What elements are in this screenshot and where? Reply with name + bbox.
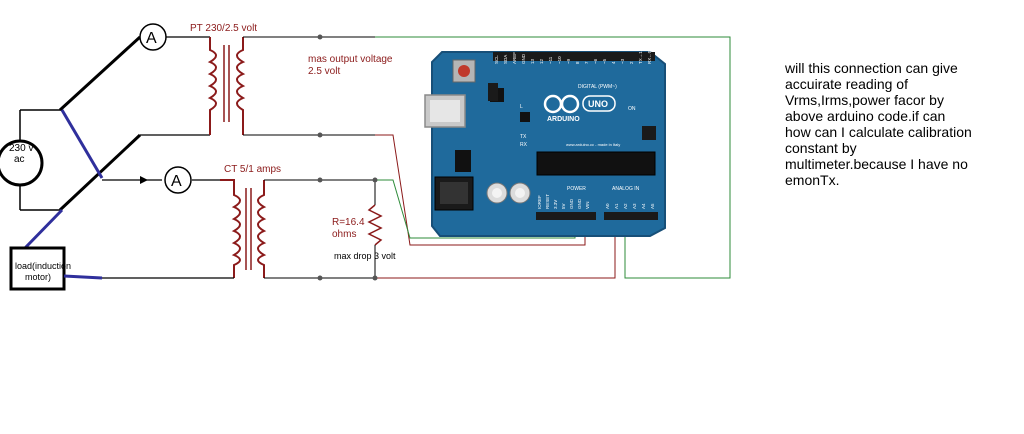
ct-transformer: CT 5/1 amps bbox=[220, 164, 281, 278]
analog-pin-labels: A0 A1 A2 A3 A4 A5 bbox=[605, 203, 655, 209]
pin-label: ~11 bbox=[548, 56, 553, 64]
load-line2: motor) bbox=[25, 272, 51, 282]
led-on-label: ON bbox=[628, 106, 636, 112]
resistor-value-line2: ohms bbox=[332, 229, 356, 240]
pin-label: ~5 bbox=[602, 58, 607, 64]
question-line: emonTx. bbox=[785, 172, 840, 188]
pin-label: 4 bbox=[611, 61, 616, 64]
pin-label: A3 bbox=[632, 203, 637, 209]
pin-label: RX←0 bbox=[647, 50, 652, 64]
pin-label: GND bbox=[577, 198, 582, 209]
load-line1: load(induction bbox=[15, 261, 71, 271]
load-box bbox=[9, 246, 66, 291]
arduino-logo: ARDUINO UNO bbox=[543, 94, 616, 123]
top-line: A bbox=[139, 23, 210, 136]
pin-label: 3.3V bbox=[553, 200, 558, 209]
question-line: will this connection can give bbox=[785, 60, 958, 76]
pt-label: PT 230/2.5 volt bbox=[190, 23, 257, 34]
pin-label: A5 bbox=[650, 203, 655, 209]
led-l-label: L bbox=[520, 104, 523, 110]
pin-label: 5V bbox=[561, 203, 566, 209]
ct-line: A bbox=[102, 166, 220, 194]
power-header-label: POWER bbox=[567, 186, 586, 192]
ct-secondary: R=16.4 ohms max drop 3 volt bbox=[264, 177, 396, 281]
switch-blades bbox=[58, 35, 142, 212]
ammeter-ct-symbol: A bbox=[171, 173, 182, 190]
pin-label: SCL bbox=[494, 55, 499, 64]
digital-header-pins bbox=[493, 52, 655, 61]
source-label-line2: ac bbox=[14, 154, 25, 165]
pin-label: VIN bbox=[585, 201, 590, 209]
question-line: constant by bbox=[785, 140, 857, 156]
pin-label: GND bbox=[569, 198, 574, 209]
burden-resistor bbox=[367, 204, 383, 246]
question-line: Vrms,Irms,power facor by bbox=[785, 92, 944, 108]
question-line: how can I calculate calibration bbox=[785, 124, 972, 140]
pin-label: 7 bbox=[584, 61, 589, 64]
question-line: accuirate reading of bbox=[785, 76, 908, 92]
pin-label: 12 bbox=[539, 58, 544, 64]
pin-label: A2 bbox=[623, 203, 628, 209]
ac-source: 230 v ac bbox=[0, 109, 62, 211]
resistor-drop: max drop 3 volt bbox=[334, 251, 396, 261]
pin-label: IOREF bbox=[537, 195, 542, 209]
pin-label: ~3 bbox=[620, 58, 625, 64]
pin-label: RESET bbox=[545, 194, 550, 209]
resistor-value-line1: R=16.4 bbox=[332, 217, 365, 228]
pin-label: SDA bbox=[503, 55, 508, 64]
pt-output-line1: mas output voltage bbox=[308, 54, 393, 65]
board-brand: ARDUINO bbox=[547, 116, 580, 123]
ammeter-ct bbox=[164, 166, 192, 194]
source-label-line1: 230 v bbox=[9, 143, 33, 154]
question-line: multimeter.because I have no bbox=[785, 156, 968, 172]
pin-label: ~10 bbox=[557, 56, 562, 64]
pin-label: ~6 bbox=[593, 58, 598, 64]
digital-header-label: DIGITAL (PWM~) bbox=[578, 84, 617, 90]
pin-label: A1 bbox=[614, 203, 619, 209]
pt-transformer: PT 230/2.5 volt bbox=[190, 23, 257, 135]
pin-label: A4 bbox=[641, 203, 646, 209]
pin-label: A0 bbox=[605, 203, 610, 209]
pin-label: 8 bbox=[575, 61, 580, 64]
ct-label: CT 5/1 amps bbox=[224, 164, 281, 175]
question-line: above arduino code.if can bbox=[785, 108, 946, 124]
microcontroller bbox=[536, 151, 656, 176]
pin-label: GND bbox=[521, 53, 526, 64]
digital-pin-labels: SCL SDA AREF GND 13 12 ~11 ~10 ~9 8 7 ~6 ~5 4 ~3 2 TX→1 R… bbox=[494, 50, 652, 64]
pin-label: ~9 bbox=[566, 58, 571, 64]
pin-label: TX→1 bbox=[638, 51, 643, 64]
pin-label: AREF bbox=[512, 52, 517, 64]
load: load(induction motor) bbox=[9, 208, 234, 291]
source-circle bbox=[0, 139, 44, 187]
analog-header-pins bbox=[604, 212, 658, 220]
arduino-board: ARDUINO UNO DIGITAL (PWM~) ON TX RX L ww… bbox=[424, 50, 666, 237]
led-rx-label: RX bbox=[520, 142, 528, 148]
pin-label: 2 bbox=[629, 61, 634, 64]
analog-header-label: ANALOG IN bbox=[612, 186, 640, 192]
led-tx-label: TX bbox=[520, 134, 527, 140]
pin-label: 13 bbox=[530, 58, 535, 64]
board-model: UNO bbox=[588, 99, 608, 109]
pt-output-line2: 2.5 volt bbox=[308, 66, 340, 77]
ammeter-top-symbol: A bbox=[146, 30, 157, 47]
board-footer: www.arduino.cc - made in Italy bbox=[566, 142, 620, 147]
power-header-pins bbox=[536, 212, 596, 220]
